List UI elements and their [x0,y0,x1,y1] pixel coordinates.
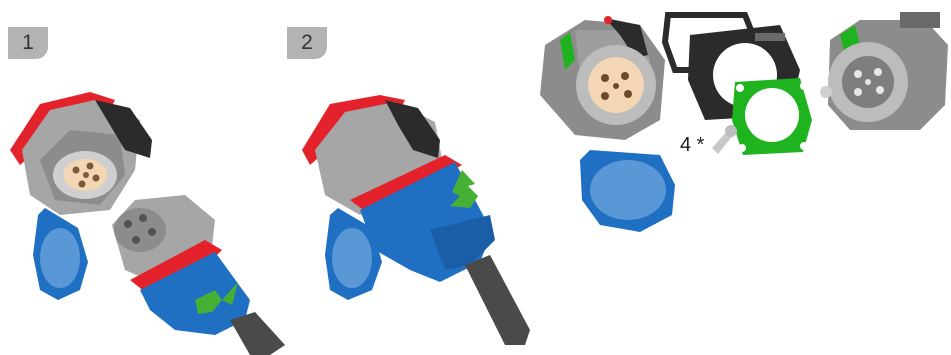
screw-icon [712,125,737,154]
plug-inlet-illustration [820,12,948,130]
socket-front-illustration [540,16,675,232]
step-1-plug-illustration [112,195,285,355]
screw-quantity-label: 4 * [680,134,704,157]
step-2-connected-illustration [302,95,530,345]
